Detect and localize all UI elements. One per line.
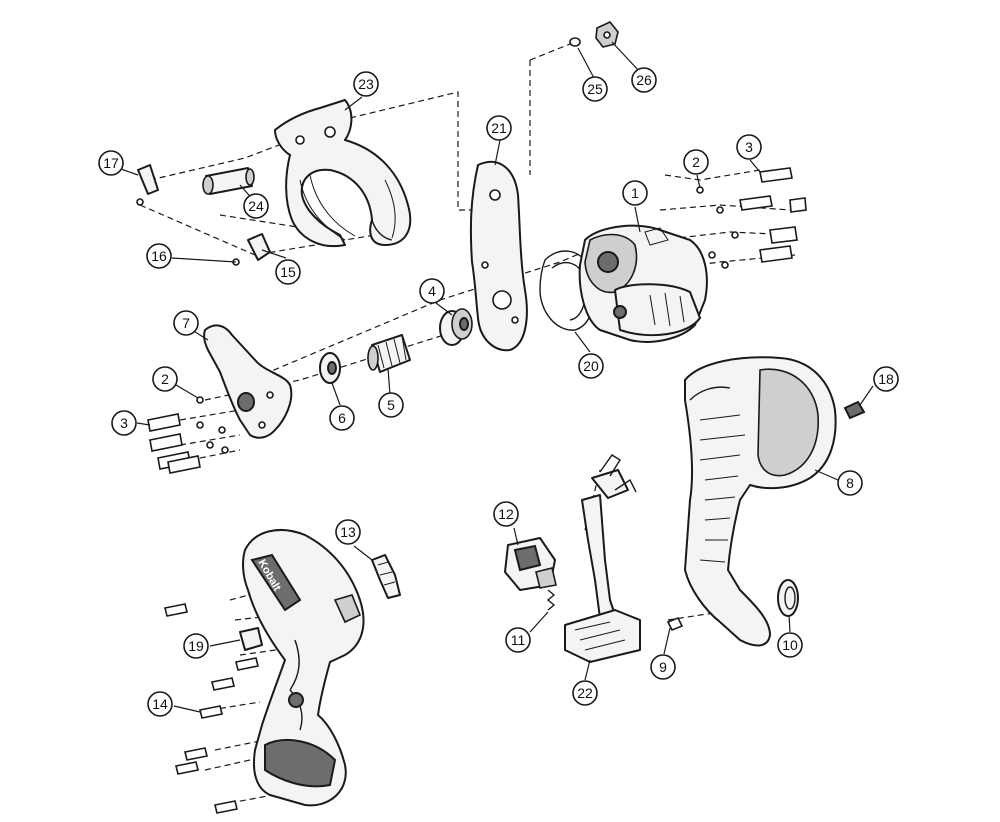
svg-text:18: 18	[878, 371, 894, 387]
part-blade-guard	[274, 99, 412, 248]
callout-7: 7	[173, 310, 199, 336]
part-small-bearing	[319, 352, 341, 384]
part-small-clip	[843, 400, 866, 420]
callout-3-motor: 3	[736, 134, 762, 160]
callout-3-bracket: 3	[111, 410, 137, 436]
callout-20: 20	[578, 353, 604, 379]
bracket-screws	[147, 396, 229, 474]
callout-14: 14	[147, 691, 173, 717]
callout-26: 26	[631, 67, 657, 93]
callout-21: 21	[486, 115, 512, 141]
svg-text:26: 26	[636, 72, 652, 88]
part-bearing	[439, 308, 473, 346]
svg-text:10: 10	[782, 637, 798, 653]
callout-19: 19	[183, 633, 209, 659]
part-ring	[777, 579, 799, 617]
callout-18: 18	[873, 366, 899, 392]
callout-1: 1	[622, 180, 648, 206]
housing-screws	[164, 603, 259, 814]
callout-9: 9	[650, 654, 676, 680]
part-connector	[371, 554, 401, 599]
callout-25: 25	[582, 76, 608, 102]
svg-text:6: 6	[338, 410, 346, 426]
svg-text:7: 7	[182, 315, 190, 331]
svg-text:19: 19	[188, 638, 204, 654]
part-circuit-board	[564, 454, 641, 663]
callout-6: 6	[329, 405, 355, 431]
callout-15: 15	[275, 259, 301, 285]
svg-text:24: 24	[248, 198, 264, 214]
part-washer-nut	[569, 21, 619, 48]
part-switch	[504, 537, 557, 591]
callout-10: 10	[777, 632, 803, 658]
callout-16: 16	[146, 243, 172, 269]
callout-12: 12	[493, 501, 519, 527]
callout-2-bracket: 2	[152, 366, 178, 392]
callout-24: 24	[243, 193, 269, 219]
svg-text:4: 4	[428, 283, 436, 299]
part-mounting-plate	[469, 160, 528, 352]
svg-text:14: 14	[152, 696, 168, 712]
part-insert	[239, 627, 263, 651]
part-pivot-pin	[202, 167, 255, 195]
svg-text:12: 12	[498, 506, 514, 522]
svg-text:3: 3	[120, 415, 128, 431]
callouts: 1 2 3 4 5 6 7 2 3 8 9 10 11 12 13 14 15 …	[98, 67, 899, 717]
callout-8: 8	[837, 470, 863, 496]
callout-4: 4	[419, 278, 445, 304]
part-gear-bracket	[203, 324, 293, 439]
svg-text:20: 20	[583, 358, 599, 374]
part-clip	[232, 233, 271, 266]
callout-5: 5	[378, 392, 404, 418]
svg-text:3: 3	[745, 139, 753, 155]
callout-13: 13	[335, 519, 361, 545]
callout-11: 11	[505, 627, 531, 653]
svg-text:9: 9	[659, 659, 667, 675]
part-motor-assembly	[578, 224, 708, 343]
part-screw-9	[666, 616, 684, 632]
svg-text:11: 11	[511, 632, 526, 648]
svg-text:15: 15	[280, 264, 296, 280]
motor-screws	[696, 167, 807, 269]
callout-2-motor: 2	[683, 149, 709, 175]
part-spring	[546, 589, 556, 611]
svg-text:22: 22	[577, 685, 593, 701]
svg-text:23: 23	[358, 76, 374, 92]
svg-text:17: 17	[103, 155, 119, 171]
svg-text:2: 2	[161, 371, 169, 387]
svg-text:16: 16	[151, 248, 167, 264]
svg-text:2: 2	[692, 154, 700, 170]
svg-text:5: 5	[387, 397, 395, 413]
svg-text:25: 25	[587, 81, 603, 97]
svg-text:8: 8	[846, 475, 854, 491]
svg-text:1: 1	[631, 185, 639, 201]
part-pinion-gear	[367, 334, 411, 373]
part-left-housing: Kobalt	[242, 529, 365, 807]
svg-text:13: 13	[340, 524, 356, 540]
callout-17: 17	[98, 150, 124, 176]
svg-text:21: 21	[491, 120, 507, 136]
callout-22: 22	[572, 680, 598, 706]
callout-23: 23	[353, 71, 379, 97]
part-right-housing	[684, 356, 837, 647]
part-latch	[136, 164, 159, 206]
